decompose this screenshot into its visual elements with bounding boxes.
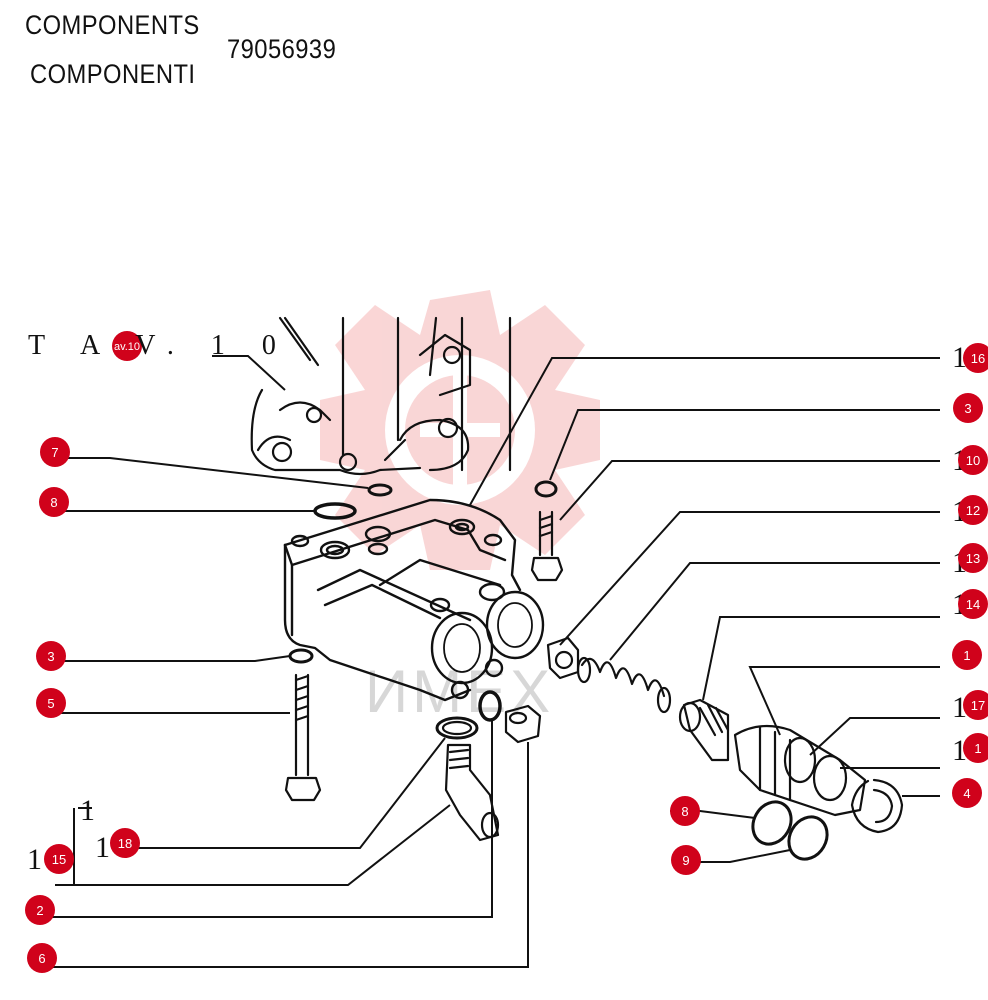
callout-18[interactable]: 18 xyxy=(110,828,140,858)
callout-8-right-label: 8 xyxy=(681,804,688,819)
tav-reference-text: T A V. 1 0 xyxy=(28,330,291,361)
callout-14[interactable]: 14 xyxy=(958,589,988,619)
item-number-11-prefix: 1 xyxy=(952,734,967,767)
callout-13[interactable]: 13 xyxy=(958,543,988,573)
callout-5-label: 5 xyxy=(47,696,54,711)
callout-1-label: 1 xyxy=(963,648,970,663)
callout-4[interactable]: 4 xyxy=(952,778,982,808)
callout-1-lower[interactable]: 1 xyxy=(963,733,988,763)
callout-7[interactable]: 7 xyxy=(40,437,70,467)
callout-9-label: 9 xyxy=(682,853,689,868)
callout-13-label: 13 xyxy=(966,551,980,566)
part-number: 79056939 xyxy=(227,34,337,64)
callout-16-label: 16 xyxy=(971,351,985,366)
callout-10-label: 10 xyxy=(966,453,980,468)
callout-16[interactable]: 16 xyxy=(963,343,988,373)
callout-3-left[interactable]: 3 xyxy=(36,641,66,671)
item-number-bracket-prefix: 1 xyxy=(80,794,95,827)
callout-8-left[interactable]: 8 xyxy=(39,487,69,517)
callout-8-left-label: 8 xyxy=(50,495,57,510)
tav-reference-badge[interactable]: av.10 xyxy=(112,331,142,361)
callout-12-label: 12 xyxy=(966,503,980,518)
callout-2-label: 2 xyxy=(36,903,43,918)
callout-18-label: 18 xyxy=(118,836,132,851)
valve-body-drawing xyxy=(283,498,545,702)
callout-1[interactable]: 1 xyxy=(952,640,982,670)
callout-7-label: 7 xyxy=(51,445,58,460)
callout-6[interactable]: 6 xyxy=(27,943,57,973)
callout-15[interactable]: 15 xyxy=(44,844,74,874)
callout-8-right[interactable]: 8 xyxy=(670,796,700,826)
upper-housing-drawing xyxy=(250,316,512,476)
small-parts-drawing xyxy=(284,480,904,861)
item-number-15-prefix: 1 xyxy=(27,843,42,876)
callout-3-right[interactable]: 3 xyxy=(953,393,983,423)
item-number-17-prefix: 1 xyxy=(952,691,967,724)
callout-14-label: 14 xyxy=(966,597,980,612)
callout-6-label: 6 xyxy=(38,951,45,966)
header-title-it: COMPONENTI xyxy=(30,59,196,89)
callout-3-right-label: 3 xyxy=(964,401,971,416)
item-number-16-prefix: 1 xyxy=(952,341,967,374)
tav-leader-line xyxy=(212,355,286,391)
callout-4-label: 4 xyxy=(963,786,970,801)
tav-badge-label: av.10 xyxy=(114,341,140,353)
callout-2[interactable]: 2 xyxy=(25,895,55,925)
callout-5[interactable]: 5 xyxy=(36,688,66,718)
callout-3-left-label: 3 xyxy=(47,649,54,664)
callout-10[interactable]: 10 xyxy=(958,445,988,475)
callout-15-label: 15 xyxy=(52,852,66,867)
item-number-18-prefix: 1 xyxy=(95,831,110,864)
header-title-en: COMPONENTS xyxy=(25,10,200,40)
callout-17[interactable]: 17 xyxy=(963,690,988,720)
callout-12[interactable]: 12 xyxy=(958,495,988,525)
callout-1-lower-label: 1 xyxy=(974,741,981,756)
callout-17-label: 17 xyxy=(971,698,985,713)
watermark-gear-logo xyxy=(320,290,600,570)
leader-lines xyxy=(43,357,940,968)
callout-9[interactable]: 9 xyxy=(671,845,701,875)
